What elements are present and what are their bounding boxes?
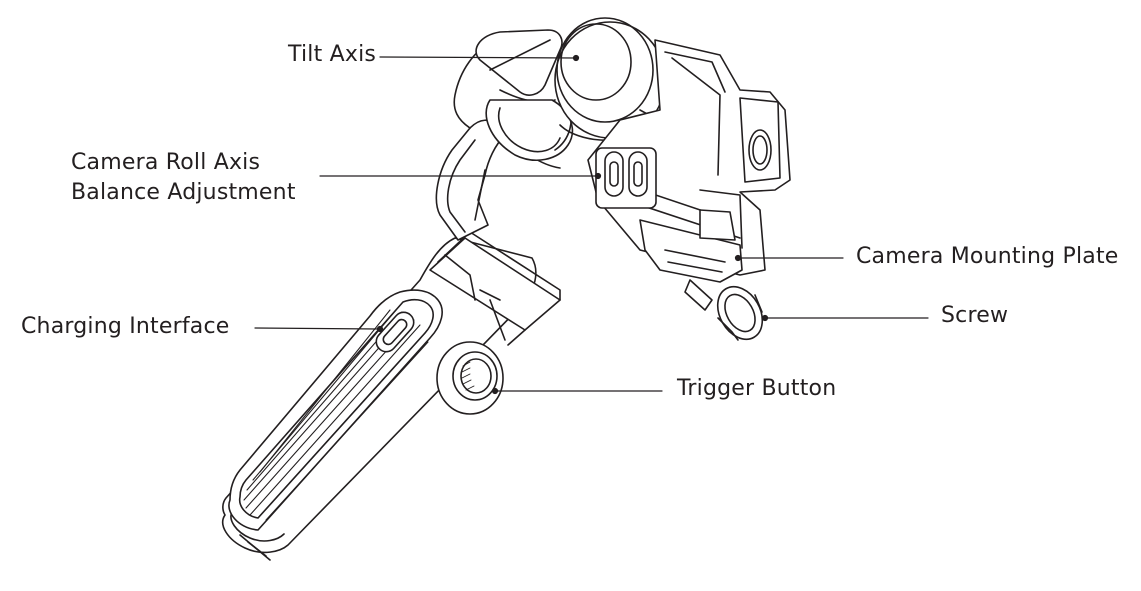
leader-dot-trigger bbox=[491, 387, 499, 395]
label-roll-axis-line1: Camera Roll Axis bbox=[71, 150, 261, 175]
leader-dot-screw bbox=[761, 314, 769, 322]
screw-drawing bbox=[684, 279, 764, 341]
leader-tilt-axis bbox=[379, 56, 576, 59]
label-trigger-button: Trigger Button bbox=[677, 376, 837, 401]
camera-cage bbox=[587, 39, 791, 276]
leader-charging bbox=[254, 327, 379, 330]
label-tilt-axis: Tilt Axis bbox=[288, 42, 377, 67]
leader-dot-charging bbox=[376, 325, 384, 333]
label-screw: Screw bbox=[941, 303, 1009, 328]
leader-dot-tilt-axis bbox=[572, 54, 580, 62]
leader-lines bbox=[254, 54, 929, 395]
handle-top-housing bbox=[429, 231, 561, 346]
charging-port bbox=[375, 311, 415, 353]
label-charging-interface: Charging Interface bbox=[21, 314, 230, 339]
leader-dot-mounting-plate bbox=[734, 254, 742, 262]
leader-dot-roll-axis bbox=[594, 172, 602, 180]
roll-adjust-knobs bbox=[595, 147, 657, 209]
trigger-button-drawing bbox=[436, 341, 504, 415]
label-camera-mounting-plate: Camera Mounting Plate bbox=[856, 244, 1119, 269]
tilt-motor bbox=[475, 29, 574, 161]
mounting-plate-drawing bbox=[639, 209, 743, 283]
label-roll-axis-line2: Balance Adjustment bbox=[71, 180, 296, 205]
